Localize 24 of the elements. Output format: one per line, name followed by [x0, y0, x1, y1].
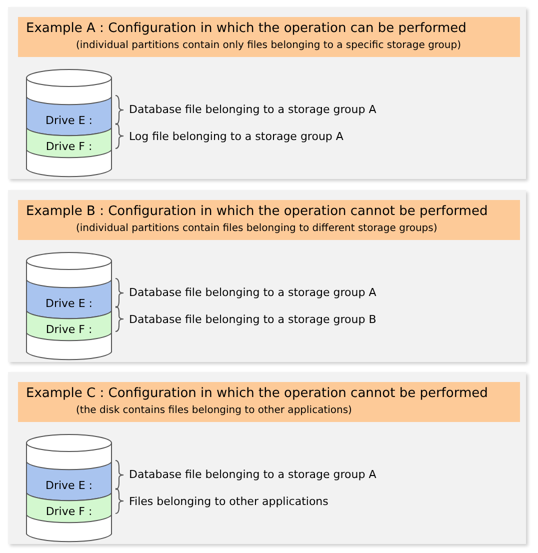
drive-label: Drive F :	[44, 323, 94, 336]
drive-label: Drive E :	[44, 114, 94, 126]
drive-label: Drive E :	[44, 478, 94, 492]
partition-description: Files belonging to other applications	[129, 495, 328, 508]
partition-description: Database file belonging to a storage group A	[129, 286, 376, 299]
panel-background	[8, 7, 526, 179]
header-band	[18, 17, 520, 57]
example-subtitle: (individual partitions contain only files belonging to a specific storage group)	[76, 40, 462, 51]
panel-background	[8, 372, 526, 544]
partition-description: Database file belonging to a storage group A	[129, 103, 376, 116]
partition-description: Log file belonging to a storage group A	[129, 130, 344, 143]
drive-label: Drive E :	[44, 296, 94, 310]
panel-background	[8, 190, 526, 362]
partition-description: Database file belonging to a storage group B	[129, 313, 376, 326]
header-band	[18, 382, 520, 422]
example-title: Example A : Configuration in which the operation can be performed	[26, 21, 466, 36]
drive-label: Drive F :	[44, 140, 94, 153]
partition-description: Database file belonging to a storage group A	[129, 468, 376, 481]
header-band	[18, 200, 520, 240]
example-title: Example B : Configuration in which the operation cannot be performed	[26, 204, 488, 219]
example-title: Example C : Configuration in which the operation cannot be performed	[26, 386, 488, 401]
example-subtitle: (the disk contains files belonging to other applications)	[76, 405, 352, 416]
drive-label: Drive F :	[44, 505, 94, 518]
example-subtitle: (individual partitions contain files belonging to different storage groups)	[76, 223, 438, 234]
